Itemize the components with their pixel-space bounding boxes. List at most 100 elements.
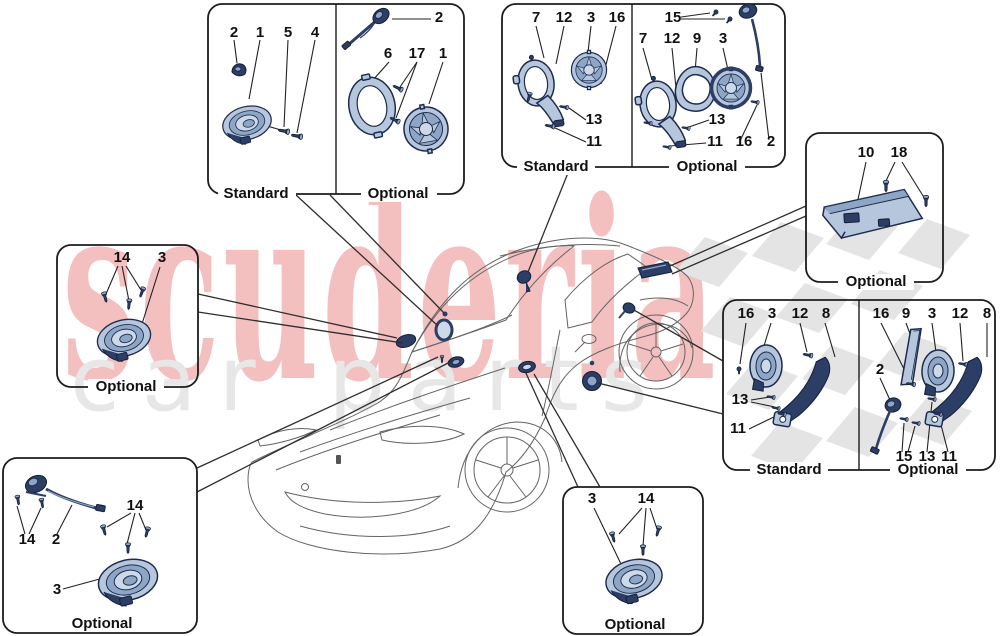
- panel-top-center-frame: [501, 3, 786, 168]
- panel-bottom-left-frame: [2, 457, 198, 634]
- callout-8[interactable]: 8: [822, 305, 830, 322]
- screw-fastener: [899, 415, 909, 423]
- callout-1[interactable]: 1: [256, 24, 264, 41]
- callout-1[interactable]: 1: [439, 45, 447, 62]
- car-door-woofer: [582, 360, 602, 391]
- callout-14[interactable]: 14: [127, 497, 144, 514]
- tweeter-dome: [231, 63, 247, 77]
- callout-11[interactable]: 11: [730, 420, 746, 437]
- callout-9[interactable]: 9: [693, 30, 701, 47]
- callout-8[interactable]: 8: [983, 305, 991, 322]
- callout-3[interactable]: 3: [53, 581, 61, 598]
- callout-2[interactable]: 2: [230, 24, 238, 41]
- callout-13[interactable]: 13: [919, 448, 936, 465]
- panel-top-left-standard-parts: [218, 39, 316, 146]
- callout-3[interactable]: 3: [588, 490, 596, 507]
- panel-top-left-optional-parts: [341, 7, 453, 158]
- screw-fastener: [125, 542, 131, 554]
- car-b-pillar-tweeter: [618, 302, 636, 319]
- callout-15[interactable]: 15: [896, 448, 913, 465]
- section-label-optional: Optional: [368, 185, 429, 202]
- panel-right-optional-parts: [869, 322, 988, 455]
- section-label-optional: Optional: [96, 378, 157, 395]
- callout-6[interactable]: 6: [384, 45, 392, 62]
- callout-2[interactable]: 2: [52, 531, 60, 548]
- callout-13[interactable]: 13: [586, 111, 603, 128]
- panel-top-center-standard-parts: [509, 25, 617, 143]
- watermark-text-secondary: car parts: [70, 327, 670, 432]
- section-label-standard: Standard: [223, 185, 288, 202]
- callout-12[interactable]: 12: [556, 9, 573, 26]
- clip-fastener: [736, 366, 742, 375]
- callout-12[interactable]: 12: [792, 305, 809, 322]
- screw-fastener: [14, 494, 22, 506]
- section-label-optional: Optional: [846, 273, 907, 290]
- panel-top-center-optional-parts: [631, 3, 770, 154]
- callout-5[interactable]: 5: [284, 24, 292, 41]
- callout-18[interactable]: 18: [891, 144, 908, 161]
- car-header-tweeter: [516, 270, 532, 293]
- hood-badge: [336, 455, 341, 464]
- speaker-bracket: [509, 51, 565, 133]
- callout-16[interactable]: 16: [736, 133, 753, 150]
- car-dash-right-speaker: [439, 354, 465, 368]
- callout-16[interactable]: 16: [738, 305, 755, 322]
- callout-15[interactable]: 15: [665, 9, 682, 26]
- callout-11[interactable]: 11: [586, 133, 602, 150]
- footwell-speaker: [93, 552, 163, 608]
- callout-3[interactable]: 3: [768, 305, 776, 322]
- callout-14[interactable]: 14: [114, 249, 131, 266]
- screw-fastener: [640, 544, 646, 556]
- car-rear-deck-bracket: [637, 261, 673, 279]
- panel-right-standard-parts: [736, 322, 836, 434]
- screw-fastener: [99, 523, 109, 537]
- callout-3[interactable]: 3: [587, 9, 595, 26]
- tweeter-with-cable: [738, 3, 764, 73]
- callout-13[interactable]: 13: [709, 111, 726, 128]
- callout-14[interactable]: 14: [638, 490, 655, 507]
- screw-fastener: [653, 524, 663, 538]
- callout-9[interactable]: 9: [902, 305, 910, 322]
- callout-12[interactable]: 12: [952, 305, 969, 322]
- panel-to-car-leaders: [196, 167, 807, 493]
- panel-left: 14 3 Optional: [56, 244, 199, 395]
- callout-3[interactable]: 3: [158, 249, 166, 266]
- callout-17[interactable]: 17: [409, 45, 426, 62]
- callout-7[interactable]: 7: [532, 9, 540, 26]
- callout-10[interactable]: 10: [858, 144, 875, 161]
- panel-top-left: 2 1 5 4 2 6 17 1 Standard Optional: [207, 3, 465, 202]
- fastener: [710, 8, 720, 18]
- screw-fastener: [290, 131, 304, 141]
- callout-12[interactable]: 12: [664, 30, 681, 47]
- callout-14[interactable]: 14: [19, 531, 36, 548]
- callout-11[interactable]: 11: [941, 448, 957, 465]
- section-label-optional: Optional: [72, 615, 133, 632]
- callout-4[interactable]: 4: [311, 24, 320, 41]
- screw-fastener: [142, 525, 152, 539]
- tweeter-with-cable: [869, 397, 902, 455]
- callout-7[interactable]: 7: [639, 30, 647, 47]
- car-door-sill-speaker: [518, 360, 536, 374]
- section-label-optional: Optional: [898, 461, 959, 478]
- screw-fastener: [922, 195, 930, 208]
- callout-11[interactable]: 11: [707, 133, 723, 150]
- callout-16[interactable]: 16: [609, 9, 626, 26]
- callout-2[interactable]: 2: [767, 133, 775, 150]
- section-label-optional: Optional: [605, 616, 666, 633]
- callout-2[interactable]: 2: [435, 9, 443, 26]
- callout-3[interactable]: 3: [928, 305, 936, 322]
- callout-3[interactable]: 3: [719, 30, 727, 47]
- panel-bottom-center: 3 14 Optional: [562, 486, 704, 635]
- screw-fastener: [957, 360, 969, 368]
- rear-speaker: [709, 66, 753, 110]
- callout-13[interactable]: 13: [732, 391, 749, 408]
- car-dash-center-speaker-ring: [434, 311, 454, 342]
- sill-speaker: [601, 552, 667, 606]
- callout-16[interactable]: 16: [873, 305, 890, 322]
- screw-fastener: [802, 351, 814, 359]
- callout-2[interactable]: 2: [876, 361, 884, 378]
- section-label-standard: Standard: [756, 461, 821, 478]
- panel-bottom-center-frame: [562, 486, 704, 635]
